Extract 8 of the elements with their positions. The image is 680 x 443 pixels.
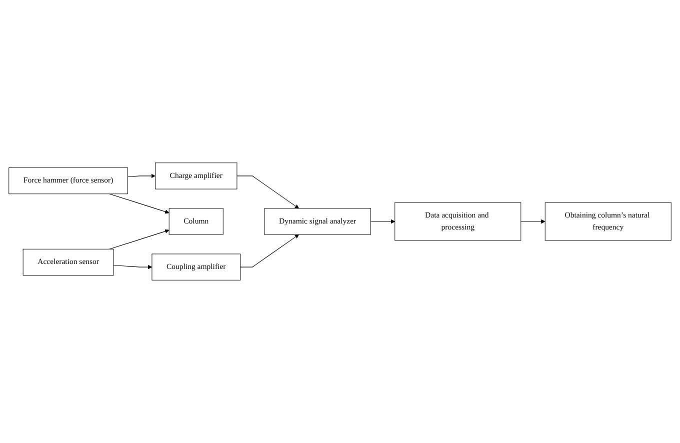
arrow (113, 264, 152, 270)
arrow (520, 219, 546, 224)
arrow (236, 176, 300, 209)
arrow (370, 219, 396, 224)
arrow (240, 234, 300, 268)
arrow (127, 174, 156, 178)
arrow (109, 229, 170, 250)
arrow (109, 194, 170, 214)
